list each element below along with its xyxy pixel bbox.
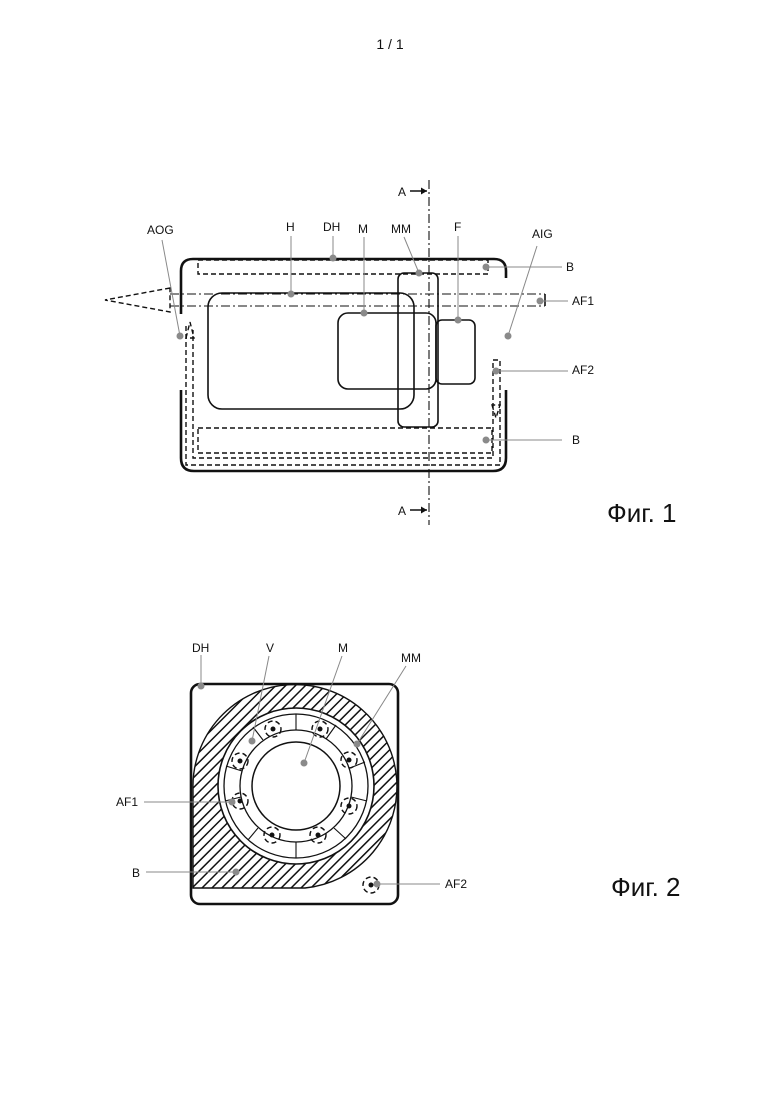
section-marker-bottom: A bbox=[398, 504, 406, 518]
label-aog: AOG bbox=[147, 223, 174, 237]
section-marker-top: A bbox=[398, 185, 406, 199]
figure-2: DH V M MM AF1 B AF2 Фиг. 2 bbox=[116, 641, 681, 904]
figure-1: A A bbox=[105, 180, 677, 528]
figure-2-caption: Фиг. 2 bbox=[611, 872, 681, 902]
label-v: V bbox=[266, 641, 274, 655]
label-dh: DH bbox=[192, 641, 209, 655]
heater-h bbox=[208, 293, 414, 409]
label-af2: AF2 bbox=[445, 877, 467, 891]
housing-bottom-outline bbox=[181, 390, 506, 471]
label-f: F bbox=[454, 220, 461, 234]
battery-top bbox=[198, 260, 488, 274]
motor-m bbox=[338, 313, 436, 389]
motor-m bbox=[252, 742, 340, 830]
label-mm: MM bbox=[391, 222, 411, 236]
label-b-bottom: B bbox=[572, 433, 580, 447]
label-m: M bbox=[338, 641, 348, 655]
filter-f bbox=[436, 320, 475, 384]
label-m: M bbox=[358, 222, 368, 236]
label-mm: MM bbox=[401, 651, 421, 665]
label-af1: AF1 bbox=[116, 795, 138, 809]
figure-1-caption: Фиг. 1 bbox=[607, 498, 677, 528]
label-b: B bbox=[132, 866, 140, 880]
motor-mount-mm bbox=[398, 273, 438, 427]
label-h: H bbox=[286, 220, 295, 234]
label-b-top: B bbox=[566, 260, 574, 274]
battery-bottom bbox=[198, 428, 492, 453]
label-aig: AIG bbox=[532, 227, 553, 241]
label-af2: AF2 bbox=[572, 363, 594, 377]
air-outlet-arrow bbox=[105, 288, 170, 312]
airflow-channel-af2 bbox=[186, 326, 500, 465]
label-af1: AF1 bbox=[572, 294, 594, 308]
label-dh: DH bbox=[323, 220, 340, 234]
